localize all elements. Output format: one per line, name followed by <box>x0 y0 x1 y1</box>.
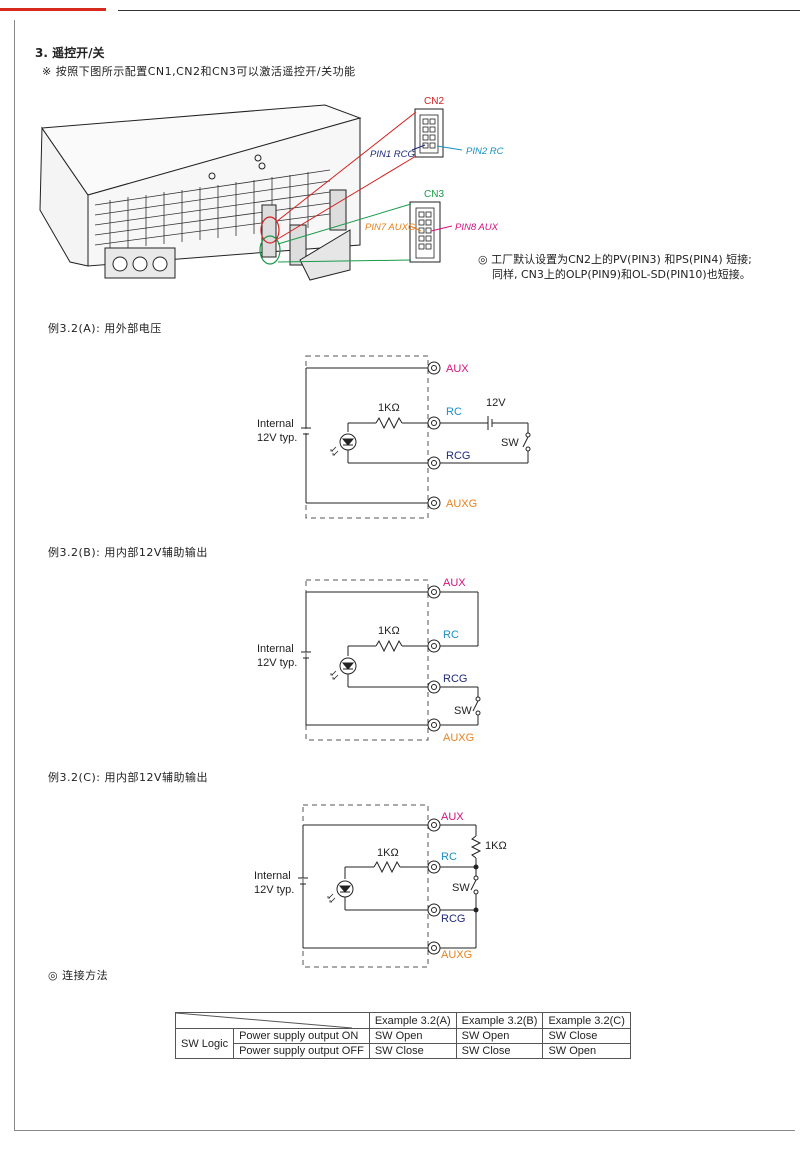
rc-label-b: RC <box>443 629 459 641</box>
internal-label-c: Internal <box>254 870 291 882</box>
rcg-label-a: RCG <box>446 450 470 462</box>
internal-voltage-c: 12V typ. <box>254 884 294 896</box>
terminal-auxg-a <box>427 496 441 510</box>
factory-default-line1: ◎ 工厂默认设置为CN2上的PV(PIN3) 和PS(PIN4) 短接; <box>478 253 752 266</box>
cn3-highlight <box>259 235 281 265</box>
page-frame <box>14 20 795 1131</box>
switch-label-a: SW <box>501 437 519 449</box>
header-accent-bar <box>0 8 106 11</box>
cell-off-a: SW Close <box>368 1043 457 1059</box>
pin8-pointer <box>430 225 453 232</box>
pin1-pointer <box>411 144 426 151</box>
pin2-pointer <box>436 145 463 151</box>
internal-voltage-a: 12V typ. <box>257 432 297 444</box>
connection-method-label: ◎ 连接方法 <box>48 969 109 982</box>
table-row: SW Logic Power supply output ON SW Open … <box>174 1028 631 1059</box>
cell-off-c: SW Open <box>542 1043 631 1059</box>
cell-on-c: SW Close <box>542 1028 631 1044</box>
auxg-label-b: AUXG <box>443 732 474 744</box>
cn3-callout-bottom <box>277 259 412 263</box>
cell-on-b: SW Open <box>455 1028 544 1044</box>
rcg-label-c: RCG <box>441 913 465 925</box>
cell-on-a: SW Open <box>368 1028 457 1044</box>
auxg-label-c: AUXG <box>441 949 472 961</box>
aux-label-a: AUX <box>446 363 469 375</box>
switch-label-c: SW <box>452 882 470 894</box>
cn3-callout-top <box>277 203 412 245</box>
section-number: 3. <box>35 46 48 60</box>
corner-diagonal <box>176 1013 352 1028</box>
terminal-rc-b <box>427 639 441 653</box>
factory-default-line2: 同样, CN3上的OLP(PIN9)和OL-SD(PIN10)也短接。 <box>492 268 751 281</box>
switch-label-b: SW <box>454 705 472 717</box>
rcg-label-b: RCG <box>443 673 467 685</box>
pin8-label: PIN8 AUX <box>455 222 499 233</box>
terminal-aux-a <box>427 361 441 375</box>
auxg-label-a: AUXG <box>446 498 477 510</box>
terminal-rcg-a <box>427 456 441 470</box>
table-header-c: Example 3.2(C) <box>542 1012 631 1029</box>
cell-off-b: SW Close <box>455 1043 544 1059</box>
terminal-aux-c <box>427 818 441 832</box>
table-header-a: Example 3.2(A) <box>368 1012 457 1029</box>
terminal-rc-a <box>427 416 441 430</box>
power-supply-illustration <box>39 104 362 281</box>
table-header-b: Example 3.2(B) <box>455 1012 544 1029</box>
circuit-c <box>298 804 482 968</box>
pin7-label: PIN7 AUXG <box>365 222 415 233</box>
rc-label-a: RC <box>446 406 462 418</box>
row-label-off: Power supply output OFF <box>233 1043 370 1059</box>
cn2-connector <box>414 108 444 158</box>
circuit-a <box>301 355 531 519</box>
example-b-label: 例3.2(B): 用内部12V辅助输出 <box>48 546 208 559</box>
pin1-label: PIN1 RCG <box>370 149 415 160</box>
resistor-label-b: 1KΩ <box>378 625 400 637</box>
aux-label-c: AUX <box>441 811 464 823</box>
internal-label-a: Internal <box>257 418 294 430</box>
header-rule <box>118 10 800 11</box>
table-header-row: Example 3.2(A) Example 3.2(B) Example 3.… <box>175 1012 631 1029</box>
example-c-label: 例3.2(C): 用内部12V辅助输出 <box>48 771 208 784</box>
rc-label-c: RC <box>441 851 457 863</box>
cn2-label: CN2 <box>424 96 444 107</box>
cn3-label: CN3 <box>424 189 444 200</box>
terminal-rcg-b <box>427 680 441 694</box>
terminal-rc-c <box>427 860 441 874</box>
row-label-on: Power supply output ON <box>233 1028 370 1044</box>
factory-default-note: ◎ 工厂默认设置为CN2上的PV(PIN3) 和PS(PIN4) 短接; 同样,… <box>478 252 752 282</box>
table-row: Power supply output OFF SW Close SW Clos… <box>176 1043 631 1059</box>
resistor-ext-label-c: 1KΩ <box>485 840 507 852</box>
resistor-label-c: 1KΩ <box>377 847 399 859</box>
cn2-callout-top <box>275 111 417 223</box>
cn2-callout-bottom <box>275 155 417 241</box>
aux-label-b: AUX <box>443 577 466 589</box>
section-note: ※ 按照下图所示配置CN1,CN2和CN3可以激活遥控开/关功能 <box>42 65 356 78</box>
example-a-label: 例3.2(A): 用外部电压 <box>48 322 162 335</box>
table-corner-cell <box>175 1012 370 1029</box>
circuit-b <box>301 579 481 741</box>
sw-logic-cell: SW Logic <box>174 1028 235 1059</box>
pin7-pointer <box>409 225 422 232</box>
section-heading: 3. 遥控开/关 <box>35 44 105 61</box>
terminal-aux-b <box>427 585 441 599</box>
pin2-label: PIN2 RC <box>466 146 504 157</box>
terminal-rcg-c <box>427 903 441 917</box>
internal-label-b: Internal <box>257 643 294 655</box>
internal-voltage-b: 12V typ. <box>257 657 297 669</box>
sw-logic-table: Example 3.2(A) Example 3.2(B) Example 3.… <box>174 1012 631 1059</box>
terminal-auxg-b <box>427 718 441 732</box>
resistor-label-a: 1KΩ <box>378 402 400 414</box>
cn2-highlight <box>260 216 280 244</box>
ext-voltage-label-a: 12V <box>486 397 506 409</box>
section-title: 遥控开/关 <box>52 46 105 60</box>
cn3-connector <box>409 201 441 263</box>
terminal-auxg-c <box>427 941 441 955</box>
